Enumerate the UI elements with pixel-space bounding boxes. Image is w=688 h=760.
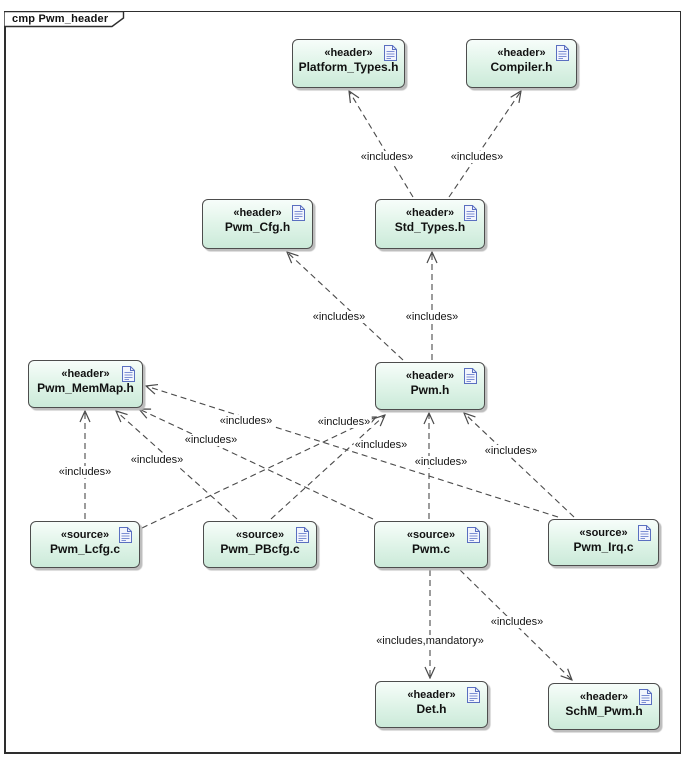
component-pwm-memmap-h[interactable]: «header»Pwm_MemMap.h — [28, 360, 143, 408]
component-name: Pwm_PBcfg.c — [220, 542, 300, 556]
frame-tab — [4, 11, 125, 28]
edge-label: «includes» — [483, 445, 539, 457]
stereotype-label: «header» — [324, 47, 373, 59]
dependency-edge-pwm-irq-c-to-pwm-h[interactable] — [464, 413, 575, 518]
component-pwm-irq-c[interactable]: «source»Pwm_Irq.c — [548, 519, 659, 566]
component-name: Pwm.h — [410, 383, 450, 397]
component-name: Pwm_Cfg.h — [224, 220, 291, 234]
document-icon — [122, 366, 135, 382]
component-pwm-h[interactable]: «header»Pwm.h — [375, 362, 485, 410]
component-pwm-lcfg-c[interactable]: «source»Pwm_Lcfg.c — [30, 521, 140, 568]
edge-label: «includes» — [359, 151, 415, 163]
component-name: Compiler.h — [490, 60, 553, 74]
component-name: Pwm_Lcfg.c — [49, 542, 121, 556]
component-det-h[interactable]: «header»Det.h — [375, 681, 488, 728]
component-name: Pwm_Irq.c — [573, 540, 634, 554]
component-pwm-cfg-h[interactable]: «header»Pwm_Cfg.h — [202, 199, 313, 249]
stereotype-label: «header» — [61, 368, 110, 380]
document-icon — [384, 45, 397, 61]
component-pwm-pbcfg-c[interactable]: «source»Pwm_PBcfg.c — [203, 521, 317, 568]
document-icon — [296, 527, 309, 543]
edge-label: «includes» — [413, 456, 469, 468]
edge-label: «includes» — [129, 454, 185, 466]
component-name: Std_Types.h — [394, 220, 466, 234]
component-compiler-h[interactable]: «header»Compiler.h — [466, 39, 577, 88]
component-name: SchM_Pwm.h — [565, 704, 643, 718]
document-icon — [464, 205, 477, 221]
edge-label: «includes» — [449, 151, 505, 163]
stereotype-label: «source» — [60, 529, 110, 541]
edge-label: «includes» — [404, 311, 460, 323]
document-icon — [639, 689, 652, 705]
edge-label: «includes» — [218, 415, 274, 427]
document-icon — [638, 525, 651, 541]
component-name: Platform_Types.h — [298, 60, 399, 74]
component-schm-pwm-h[interactable]: «header»SchM_Pwm.h — [548, 683, 660, 730]
edge-label: «includes» — [183, 434, 239, 446]
document-icon — [467, 527, 480, 543]
edge-label: «includes» — [57, 466, 113, 478]
stereotype-label: «source» — [235, 529, 285, 541]
component-std-types-h[interactable]: «header»Std_Types.h — [375, 199, 485, 249]
document-icon — [119, 527, 132, 543]
dependency-edge-pwm-irq-c-to-pwm-memmap-h[interactable] — [146, 386, 559, 518]
stereotype-label: «header» — [579, 691, 629, 703]
stereotype-label: «header» — [233, 207, 282, 219]
stereotype-label: «header» — [497, 47, 546, 59]
document-icon — [467, 687, 480, 703]
edge-label: «includes» — [353, 439, 409, 451]
component-name: Det.h — [416, 702, 447, 716]
dependency-edge-std-types-h-to-platform-types-h[interactable] — [349, 91, 414, 198]
stereotype-label: «header» — [405, 370, 455, 382]
dependency-edge-pwm-lcfg-c-to-pwm-h[interactable] — [141, 417, 376, 529]
diagram-title: cmp Pwm_header — [12, 13, 109, 25]
document-icon — [464, 368, 477, 384]
diagram-frame — [4, 11, 681, 754]
dependency-edge-pwm-pbcfg-c-to-pwm-h[interactable] — [270, 415, 385, 520]
edge-label: «includes» — [311, 311, 367, 323]
dependency-edge-std-types-h-to-compiler-h[interactable] — [448, 91, 521, 198]
component-platform-types-h[interactable]: «header»Platform_Types.h — [292, 39, 405, 88]
component-name: Pwm_MemMap.h — [37, 381, 134, 395]
stereotype-label: «source» — [579, 527, 628, 539]
stereotype-label: «header» — [407, 689, 456, 701]
dependency-edge-pwm-c-to-pwm-memmap-h[interactable] — [139, 409, 374, 520]
edge-label: «includes,mandatory» — [375, 635, 485, 647]
stereotype-label: «source» — [406, 529, 456, 541]
component-name: Pwm.c — [411, 542, 450, 556]
edge-label: «includes» — [489, 616, 545, 628]
component-pwm-c[interactable]: «source»Pwm.c — [374, 521, 488, 568]
dependency-edge-pwm-h-to-pwm-cfg-h[interactable] — [287, 252, 404, 361]
edge-label: «includes» — [316, 416, 372, 428]
document-icon — [292, 205, 305, 221]
document-icon — [556, 45, 569, 61]
dependency-edge-pwm-c-to-schm-pwm-h[interactable] — [459, 569, 572, 680]
stereotype-label: «header» — [405, 207, 455, 219]
